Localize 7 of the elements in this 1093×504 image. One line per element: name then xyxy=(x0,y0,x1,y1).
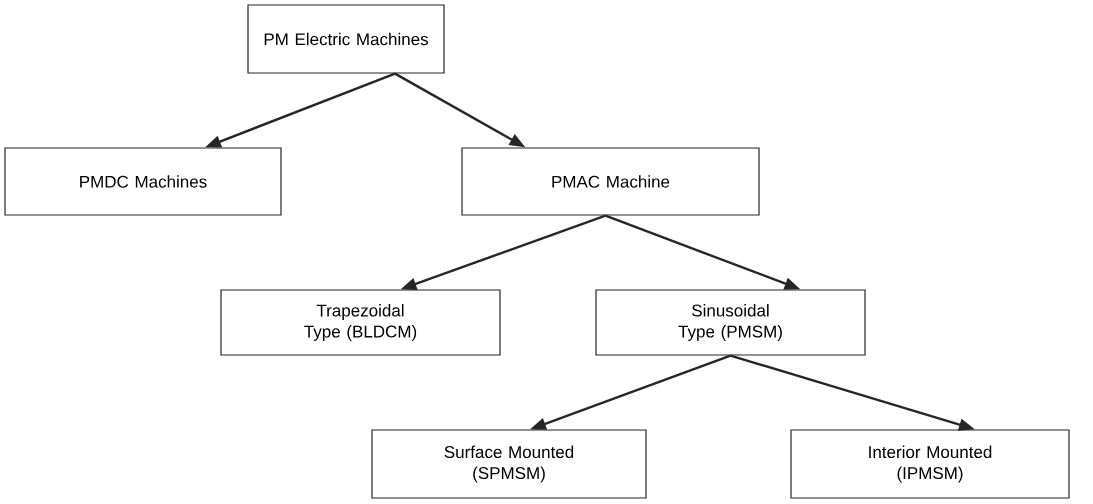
process-box: Surface Mounted (SPMSM) xyxy=(371,429,647,499)
process-box: Trapezoidal Type (BLDCM) xyxy=(220,289,501,356)
process-box: PMDC Machines xyxy=(4,147,282,216)
process-box: Sinusoidal Type (PMSM) xyxy=(595,289,866,356)
process-box: Interior Mounted (IPMSM) xyxy=(790,429,1070,499)
process-box: PMAC Machine xyxy=(461,147,760,216)
process-box: PM Electric Machines xyxy=(247,4,445,74)
